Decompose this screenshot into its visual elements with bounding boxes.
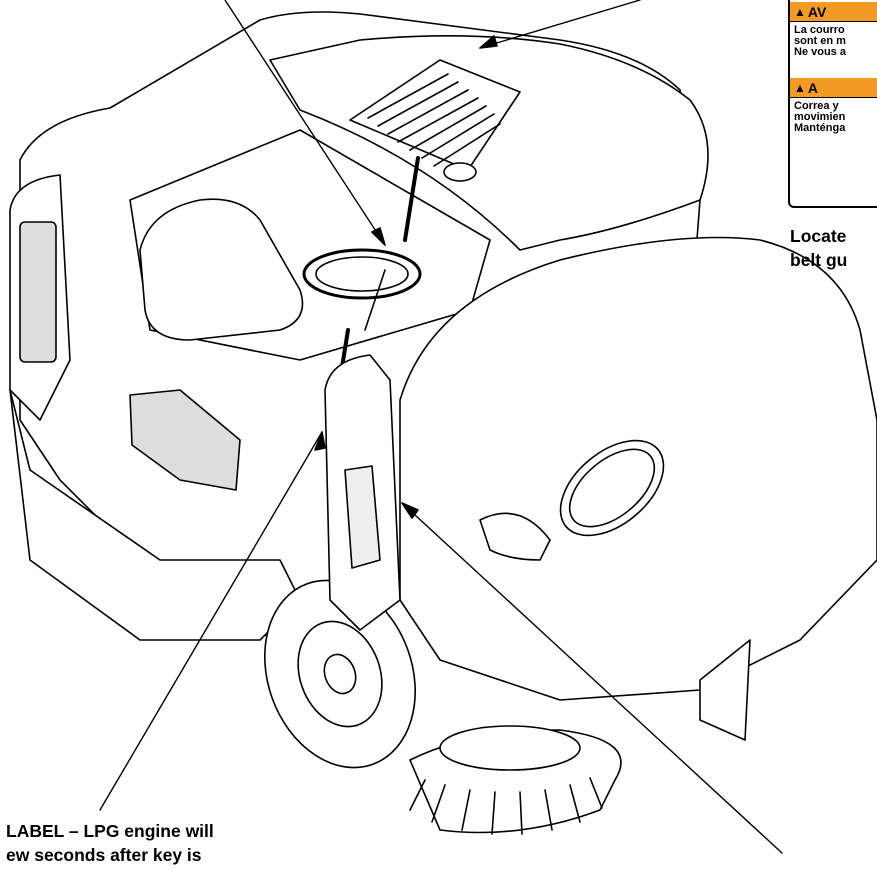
hood-handle <box>479 512 551 561</box>
rear-flap <box>699 639 751 741</box>
warning-line: sont en m <box>794 35 846 47</box>
warning-line: Manténga <box>794 122 846 134</box>
warning-line: Correa y <box>794 100 839 112</box>
hood-emblem <box>559 439 665 537</box>
vent-cap <box>443 162 477 182</box>
left-grille <box>19 221 57 363</box>
caption-line: Locate <box>790 226 847 246</box>
warning-text-french: La courro sont en m Ne vous a <box>790 22 877 78</box>
caption-line: belt gu <box>790 250 848 270</box>
caption-line: ew seconds after key is <box>6 845 202 865</box>
belt-guard-caption: Locate belt gu <box>790 224 847 272</box>
warning-decal: ▲ AV La courro sont en m Ne vous a ▲ A C… <box>788 0 877 208</box>
warning-header-french: ▲ AV <box>790 2 877 22</box>
warning-line: Ne vous a <box>794 46 846 58</box>
front-wheel <box>263 579 417 769</box>
warning-triangle-icon: ▲ <box>794 4 806 19</box>
steering-column <box>364 269 386 331</box>
warning-line: La courro <box>794 24 845 36</box>
seat <box>139 198 304 341</box>
steering-wheel <box>302 248 422 300</box>
front-grille <box>129 389 241 491</box>
warning-text-spanish: Correa y movimien Manténga <box>790 98 877 154</box>
warning-header-spanish: ▲ A <box>790 78 877 98</box>
warning-header-text: AV <box>807 3 827 20</box>
broom-bristles <box>409 777 603 835</box>
callout-leaders <box>99 0 783 854</box>
engine-cover <box>269 35 709 251</box>
hopper-hood <box>399 236 877 701</box>
caption-line: LABEL – LPG engine will <box>6 821 214 841</box>
warning-line: movimien <box>794 111 846 123</box>
warning-header-text: A <box>807 79 819 96</box>
lpg-label-caption: LABEL – LPG engine will ew seconds after… <box>6 819 214 867</box>
vent-slats <box>367 73 501 167</box>
warning-triangle-icon: ▲ <box>794 80 806 95</box>
